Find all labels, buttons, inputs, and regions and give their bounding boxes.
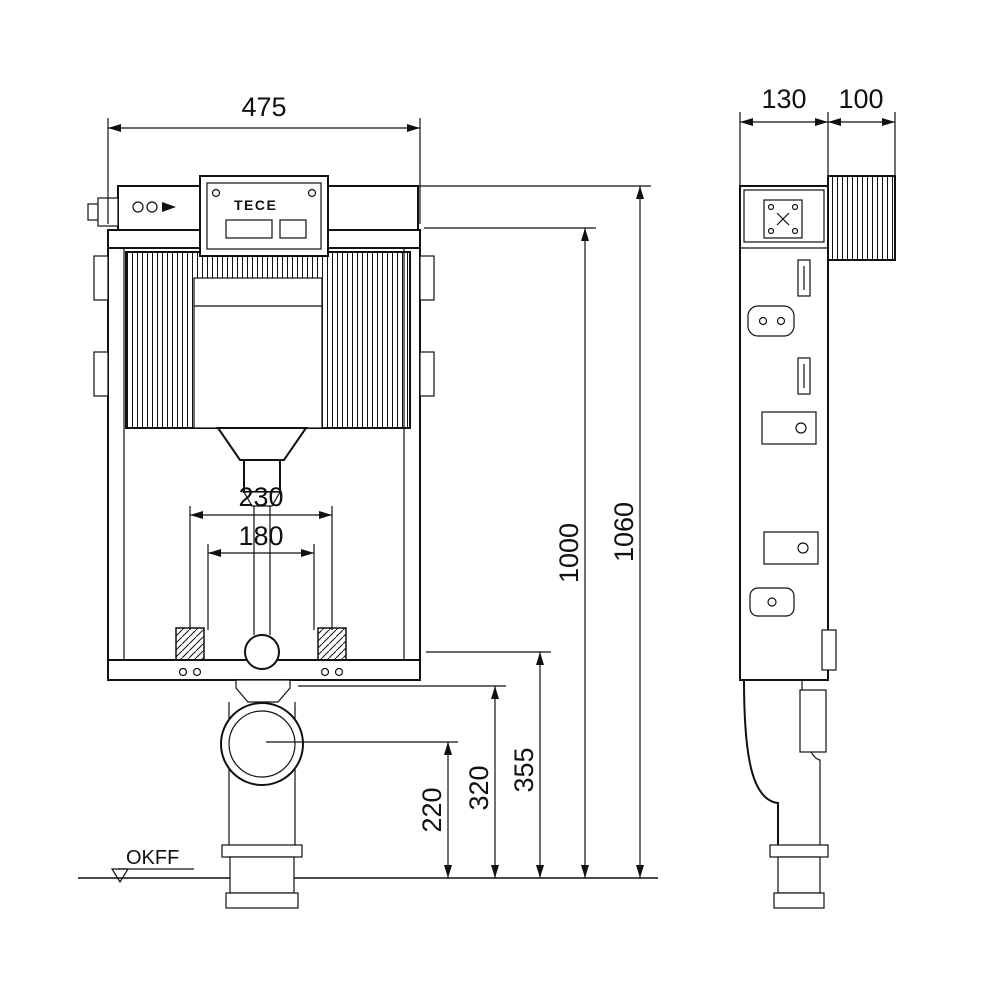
dim-frame-1000: 1000 — [424, 227, 596, 878]
wall-bracket — [419, 351, 435, 397]
dim-anchor-180: 180 — [207, 521, 315, 630]
drain-pipe — [229, 856, 295, 894]
dim-anchor-230: 230 — [189, 482, 333, 630]
pipe-flange — [221, 844, 303, 858]
side-view — [739, 175, 896, 909]
dim-label-width: 475 — [241, 92, 286, 122]
side-body — [739, 185, 829, 681]
dim-width-475: 475 — [107, 92, 421, 224]
dim-outlet-355: 355 — [426, 651, 551, 878]
dim-rail-100: 100 — [828, 84, 896, 178]
floor-anchor — [175, 627, 205, 661]
wall-bracket — [419, 255, 435, 301]
top-fittings-icon — [132, 201, 176, 213]
flush-unit: TECE — [199, 175, 329, 257]
side-top-plate — [743, 189, 825, 243]
base-assembly — [107, 627, 421, 703]
anchor-hole — [178, 667, 188, 677]
inlet-stub — [87, 203, 99, 221]
side-drain-elbow — [743, 679, 829, 909]
drain-pipe — [777, 856, 821, 894]
drain-assembly — [220, 702, 304, 909]
side-tab — [821, 629, 837, 671]
drain-bracket — [235, 679, 291, 703]
dim-label-anchor-inner: 180 — [238, 521, 283, 551]
anchor-hole — [334, 667, 344, 677]
dim-mid-320: 320 — [298, 685, 506, 878]
brand-logo: TECE — [234, 197, 277, 213]
drain-elbow-inner — [228, 710, 296, 778]
anchor-hole — [320, 667, 330, 677]
outlet-stub — [799, 689, 827, 753]
flush-button — [225, 219, 273, 239]
level-triangle-icon — [110, 868, 130, 884]
side-details — [740, 247, 837, 671]
flush-pipe-connection — [244, 634, 280, 670]
pipe-rim — [773, 892, 825, 909]
front-view: TECE — [78, 175, 658, 909]
dim-drain-220: 220 — [266, 741, 458, 878]
flush-pipe — [216, 427, 308, 635]
okff-marker: OKFF — [110, 847, 194, 884]
cistern-access-window — [193, 277, 323, 429]
dim-label-mid-height: 320 — [464, 765, 494, 810]
dim-total-1060: 1060 — [332, 185, 651, 878]
drain-elbow-face — [220, 702, 304, 786]
dim-depth-130: 130 — [739, 84, 829, 192]
pipe-flange — [769, 844, 829, 858]
floor-anchor — [317, 627, 347, 661]
funnel — [216, 427, 308, 461]
dim-label-total-height: 1060 — [609, 502, 639, 562]
dim-label-rail-depth: 100 — [838, 84, 883, 114]
dim-label-depth: 130 — [761, 84, 806, 114]
dim-label-frame-height: 1000 — [554, 523, 584, 583]
wall-bracket — [93, 351, 109, 397]
wall-bracket — [93, 255, 109, 301]
okff-label: OKFF — [126, 847, 179, 869]
flush-button — [279, 219, 307, 239]
anchor-hole — [192, 667, 202, 677]
dim-label-outlet-height: 355 — [509, 747, 539, 792]
pipe-rim — [225, 892, 299, 909]
dimensions: 475 230 180 220 — [107, 84, 896, 878]
dim-label-anchor-outer: 230 — [238, 482, 283, 512]
dim-label-drain-height: 220 — [417, 787, 447, 832]
cistern — [125, 251, 411, 429]
wall-rail — [827, 175, 896, 261]
